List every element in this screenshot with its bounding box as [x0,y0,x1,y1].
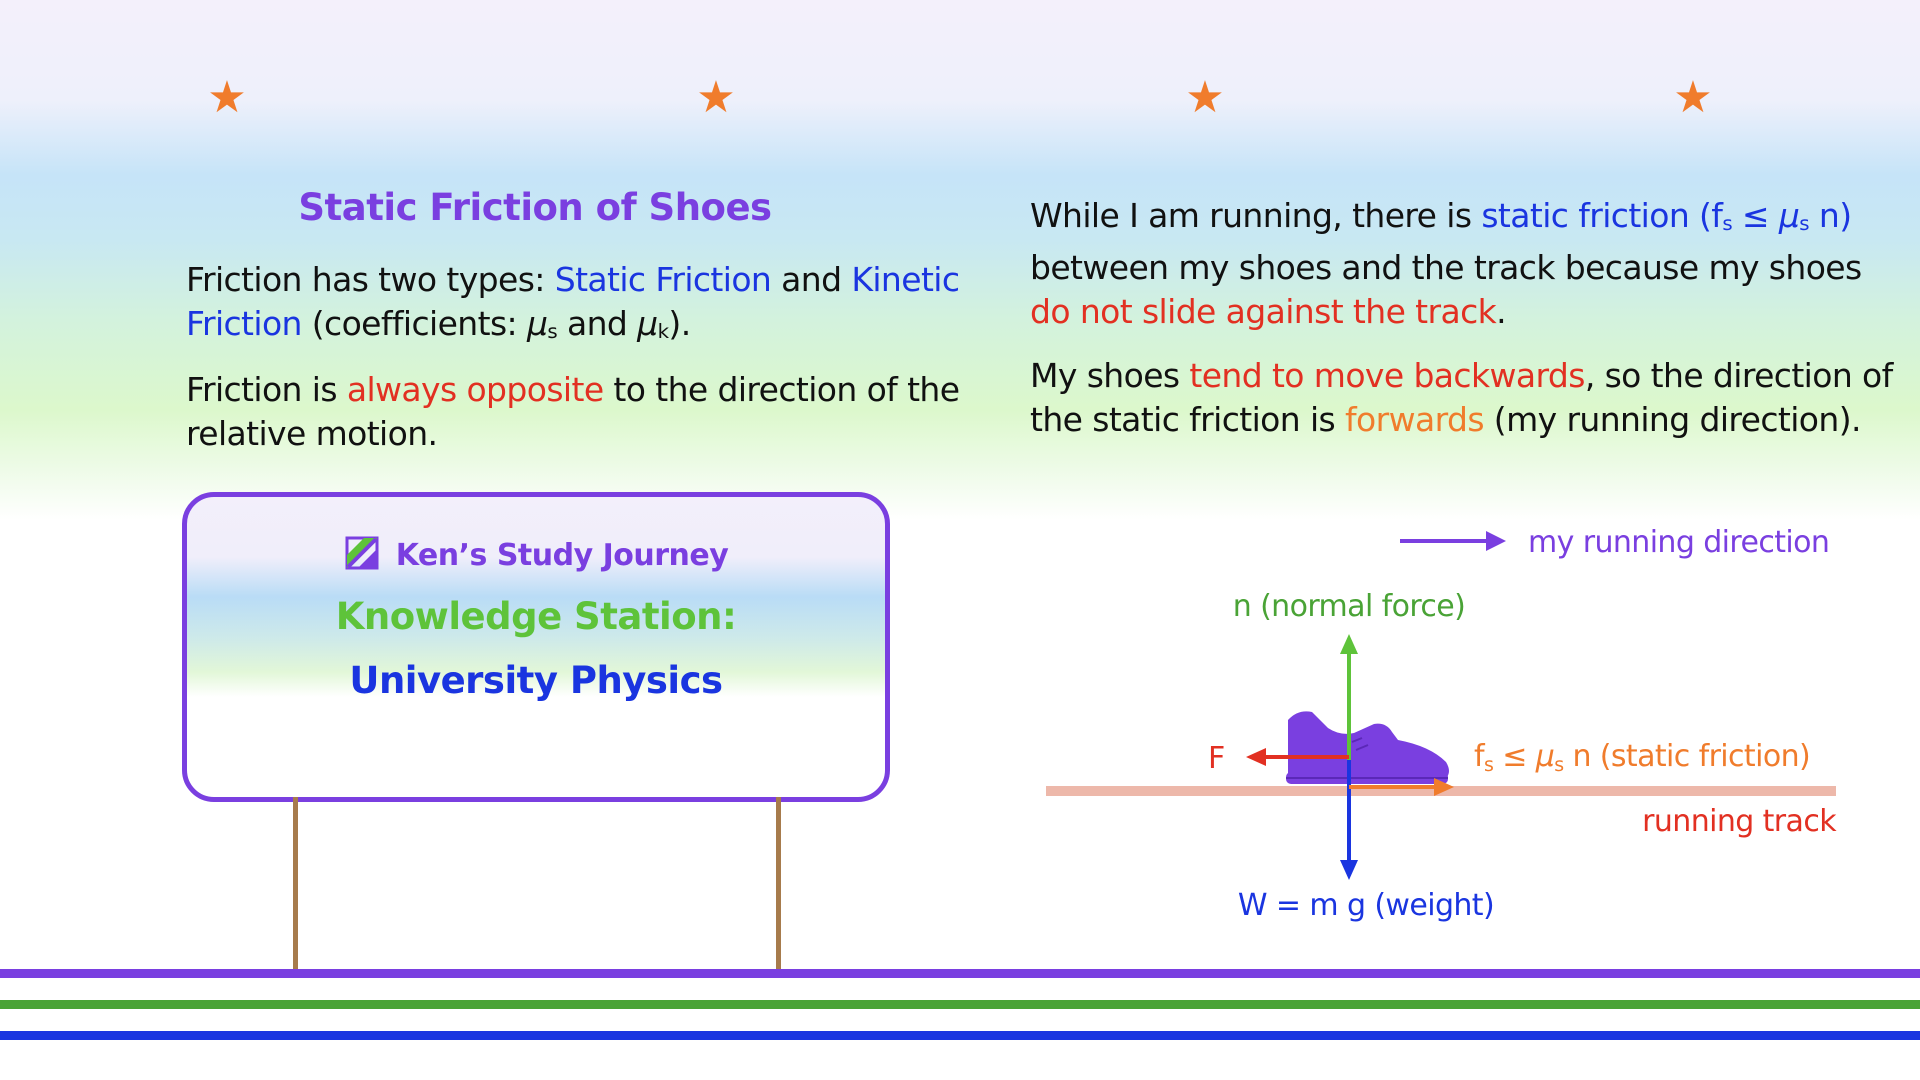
mu-symbol: μ [1778,196,1800,235]
star-icon: ★ [1673,72,1713,123]
sign-post [776,797,781,970]
page-title: Static Friction of Shoes [298,186,772,229]
static-friction-term: Static Friction [554,260,772,299]
brand-name: Ken’s Study Journey [395,538,729,573]
running-track-label: running track [1642,804,1837,839]
friction-direction-paragraph: Friction is always opposite to the direc… [186,368,986,456]
subscript-k: k [657,319,669,343]
knowledge-station-sign: Ken’s Study Journey Knowledge Station: U… [182,492,890,802]
sign-post [293,797,298,970]
text: My shoes [1030,356,1190,395]
text: (my running direction). [1483,400,1862,439]
brand-logo-icon [345,536,379,570]
forwards-term: forwards [1345,400,1485,439]
ground-line-blue [0,1031,1920,1040]
friction-direction-explanation: My shoes tend to move backwards, so the … [1030,354,1910,442]
text: , so the direction of the static frictio… [1030,356,1893,439]
text: between my shoes and the track because m… [1030,247,1862,287]
star-icon: ★ [1185,72,1225,123]
friction-types-paragraph: Friction has two types: Static Friction … [186,258,986,354]
kinetic-friction-term: Kinetic Friction [186,260,960,343]
ground-line-green [0,1000,1920,1009]
no-slide-term: do not slide against the track [1030,291,1497,331]
subscript-s: s [547,319,558,343]
text: and [771,260,852,299]
subscript-s: s [1554,754,1563,776]
static-friction-explanation: While I am running, there is static fric… [1030,194,1910,334]
text: static friction (f [1481,196,1723,235]
backwards-term: tend to move backwards [1189,356,1585,395]
force-f-arrowhead [1246,748,1266,766]
static-friction-formula: static friction (fs ≤ μs n) [1481,196,1852,235]
static-friction-arrowhead [1434,778,1454,796]
text: . [1496,291,1507,331]
running-direction-label: my running direction [1528,525,1829,560]
brand: Ken’s Study Journey [187,535,885,573]
text: Friction has two types: [186,260,555,299]
text: (coefficients: [301,304,527,343]
normal-force-label: n (normal force) [1233,589,1466,624]
subscript-s: s [1722,211,1733,235]
shoe-icon [1286,711,1449,784]
ground-line-purple [0,969,1920,978]
sign-subheading: University Physics [349,659,723,702]
normal-force-arrowhead [1340,634,1358,654]
text: to the direction of the relative motion. [186,370,960,453]
text: ). [668,304,691,343]
force-f-label: F [1208,741,1225,776]
always-opposite-term: always opposite [346,370,604,409]
static-friction-label: fs ≤ μs n (static friction) [1474,739,1810,776]
text: ≤ [1493,739,1535,774]
text: n (static friction) [1564,739,1811,774]
subscript-s: s [1484,754,1493,776]
star-icon: ★ [696,72,736,123]
running-direction-arrowhead [1486,531,1506,551]
weight-arrowhead [1340,860,1358,880]
weight-label: W = m g (weight) [1238,888,1494,923]
text: Friction is [186,370,347,409]
text: and [557,304,638,343]
mu-symbol: μ [1535,739,1555,774]
subscript-s: s [1799,211,1810,235]
sign-heading: Knowledge Station: [335,595,737,638]
mu-symbol: μ [637,304,658,343]
text: f [1474,739,1486,774]
text: While I am running, there is [1030,196,1482,235]
text: ≤ [1732,196,1779,235]
mu-symbol: μ [526,304,548,343]
star-icon: ★ [207,72,247,123]
text: n) [1809,196,1852,235]
